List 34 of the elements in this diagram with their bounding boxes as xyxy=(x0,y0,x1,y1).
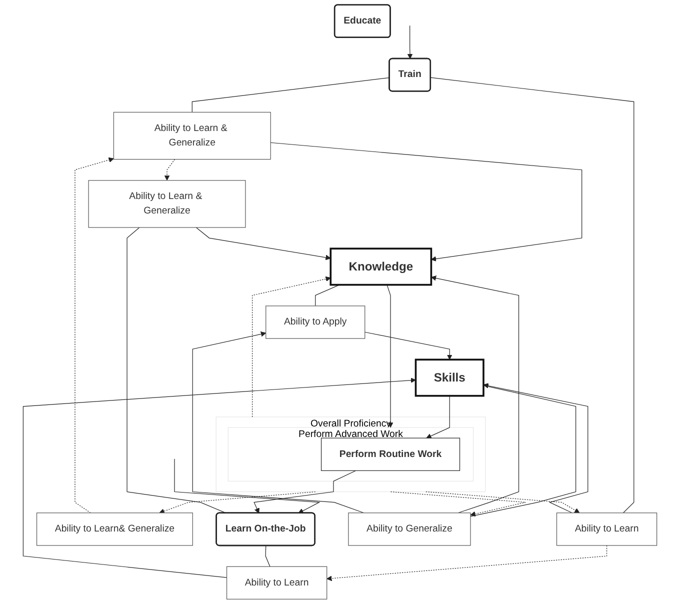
arrow xyxy=(254,470,356,514)
node-box: Ability to Learn & Generalize xyxy=(88,180,246,228)
connector xyxy=(192,77,390,113)
arrow xyxy=(74,157,114,514)
arrow xyxy=(252,276,331,418)
arrow xyxy=(192,331,364,514)
arrow xyxy=(426,396,450,438)
arrow xyxy=(174,458,320,514)
arrow xyxy=(326,545,608,582)
arrow xyxy=(196,227,331,260)
node-box: Ability to Learn xyxy=(556,512,658,546)
arrow xyxy=(386,284,394,428)
node-box: Ability to Learn & Generalize xyxy=(113,112,271,160)
arrow xyxy=(270,142,582,262)
arrow xyxy=(164,159,176,181)
connector xyxy=(265,545,270,567)
arrow xyxy=(483,383,588,514)
arrow xyxy=(390,491,526,517)
node-box: Ability to Learn& Generalize xyxy=(36,512,193,546)
node-box: Ability to Learn xyxy=(226,566,328,600)
arrow xyxy=(407,25,413,60)
connector xyxy=(470,385,576,517)
node-box: Knowledge xyxy=(330,248,432,286)
arrow xyxy=(426,491,580,514)
node-box: Perform Routine Work xyxy=(320,438,460,471)
node-box: Ability to Generalize xyxy=(348,512,471,546)
node-box: Skills xyxy=(414,358,484,397)
arrow xyxy=(159,491,316,514)
node-box: Ability to Apply xyxy=(266,306,366,339)
arrow xyxy=(430,276,520,514)
arrow xyxy=(364,332,452,360)
arrow xyxy=(22,378,416,578)
connector xyxy=(430,77,634,514)
connector xyxy=(315,284,340,306)
